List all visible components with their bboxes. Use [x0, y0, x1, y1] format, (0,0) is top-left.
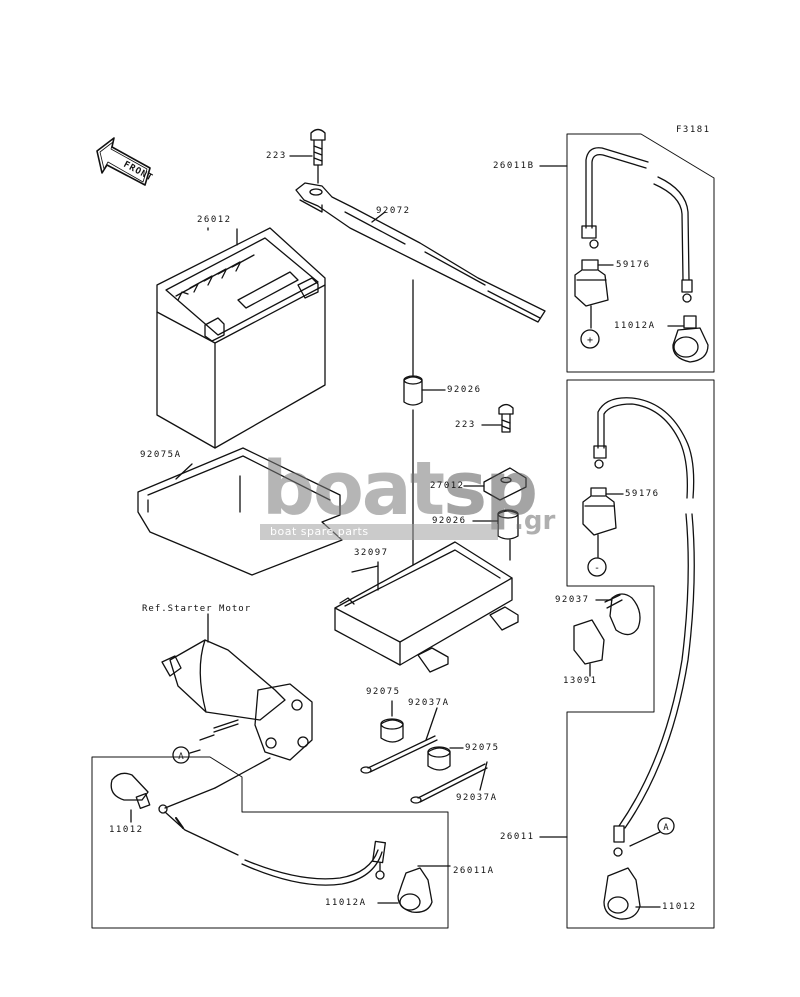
figure-code: F3181: [676, 125, 711, 135]
watermark-word-boat: boat: [262, 446, 445, 532]
battery-mat-92075A: [137, 447, 343, 576]
callout-A-right: [657, 817, 675, 835]
label-223-top: 223: [266, 151, 287, 161]
battery-strap-92072: [295, 182, 546, 323]
callout-A-left-text: A: [178, 752, 184, 762]
label-26011B: 26011B: [493, 161, 535, 171]
label-92037A-a: 92037A: [408, 698, 450, 708]
label-11012A-top: 11012A: [614, 321, 656, 331]
watermark-tagline: boat spare parts: [260, 524, 498, 540]
label-26011A: 26011A: [453, 866, 495, 876]
label-59176-mid: 59176: [625, 489, 660, 499]
frame-right: [566, 379, 715, 929]
callout-A-right-text: A: [663, 823, 669, 833]
cap-11012-right: [603, 867, 661, 920]
boot-59176-mid: [582, 487, 624, 558]
battery-holder-32097: [334, 539, 519, 673]
starter-motor: [161, 613, 313, 809]
nut-92075-b: [427, 746, 464, 771]
cable-26011A: [158, 804, 451, 886]
label-26012: 26012: [197, 215, 232, 225]
boot-59176-top: [574, 259, 614, 329]
label-92072: 92072: [376, 206, 411, 216]
callout-A-left: [172, 746, 190, 764]
bolt-223-top: [289, 128, 326, 184]
cable-26011B: [581, 147, 693, 303]
label-11012-left: 11012: [109, 825, 144, 835]
label-92037: 92037: [555, 595, 590, 605]
label-92037A-b: 92037A: [456, 793, 498, 803]
label-11012A-bottom: 11012A: [325, 898, 367, 908]
label-26011: 26011: [500, 832, 535, 842]
cap-11012A-bottom: [377, 867, 433, 913]
pin-92037A-b: [410, 761, 488, 804]
label-27012: 27012: [430, 481, 465, 491]
label-92075-a: 92075: [366, 687, 401, 697]
frame-top-right: [566, 133, 715, 373]
clamp-92037: [595, 593, 641, 636]
watermark-word-sp: sp: [443, 446, 538, 532]
label-13091: 13091: [563, 676, 598, 686]
label-92075-b: 92075: [465, 743, 500, 753]
label-92026-mid: 92026: [432, 516, 467, 526]
front-arrow: [96, 137, 151, 186]
label-59176-top: 59176: [616, 260, 651, 270]
cap-11012A-top: [667, 315, 709, 363]
plus-sign: +: [587, 335, 593, 346]
front-label: FRONT: [122, 160, 155, 184]
label-11012-right: 11012: [662, 902, 697, 912]
terminal-plus-mark: [580, 329, 600, 349]
frame-bottom-left: [91, 756, 449, 929]
battery-26012: [156, 227, 326, 449]
label-223-mid: 223: [455, 420, 476, 430]
watermark-logo: boatsp: [262, 452, 538, 526]
minus-sign: -: [594, 563, 600, 574]
cap-13091: [573, 619, 605, 677]
terminal-minus-mark: [587, 557, 607, 577]
cable-26011: [593, 397, 695, 857]
cap-11012-left: [110, 772, 151, 823]
nut-92075-a: [380, 700, 404, 743]
watermark-suffix: .gr: [514, 506, 556, 536]
label-32097: 32097: [354, 548, 389, 558]
collar-92026-mid: [472, 509, 519, 540]
collar-92026-top: [403, 375, 446, 406]
bracket-27012: [463, 467, 527, 501]
label-92075A: 92075A: [140, 450, 182, 460]
bolt-223-mid: [481, 403, 514, 433]
label-92026-top: 92026: [447, 385, 482, 395]
pin-92037A-a: [360, 707, 438, 774]
ref-starter-motor-label: Ref.Starter Motor: [142, 604, 252, 614]
